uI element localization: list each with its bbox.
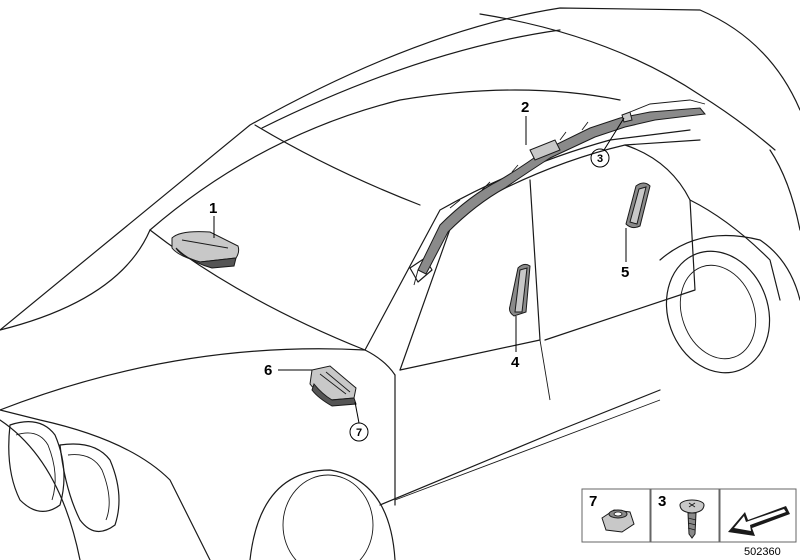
callout-4: 4: [511, 354, 520, 371]
callout-2: 2: [521, 99, 529, 116]
direction-arrow-icon: [728, 506, 790, 536]
callout-7: 7: [356, 427, 362, 439]
part-2-head-airbag: [413, 99, 706, 286]
callout-3: 3: [597, 153, 603, 165]
callout-6: 6: [264, 362, 272, 379]
callout-1: 1: [209, 200, 217, 217]
legend: 7 3 502360: [581, 488, 797, 558]
part-1-passenger-airbag: [171, 231, 240, 269]
document-number: 502360: [744, 546, 781, 558]
legend-label-7: 7: [589, 493, 597, 510]
part-3-screw-marker: [621, 111, 633, 123]
nut-icon: [601, 509, 635, 533]
part-5-side-airbag-rear: [625, 182, 651, 229]
part-4-side-airbag-front: [509, 263, 531, 317]
legend-box-3: [650, 488, 720, 543]
car-outline: [0, 7, 800, 560]
callouts: 1 2 3 4 5 6 7: [209, 99, 629, 442]
screw-icon: [679, 499, 705, 539]
callout-3-circle: [590, 148, 610, 168]
part-6-knee-airbag: [309, 365, 357, 407]
callout-5: 5: [621, 264, 629, 281]
legend-label-3: 3: [658, 493, 666, 510]
